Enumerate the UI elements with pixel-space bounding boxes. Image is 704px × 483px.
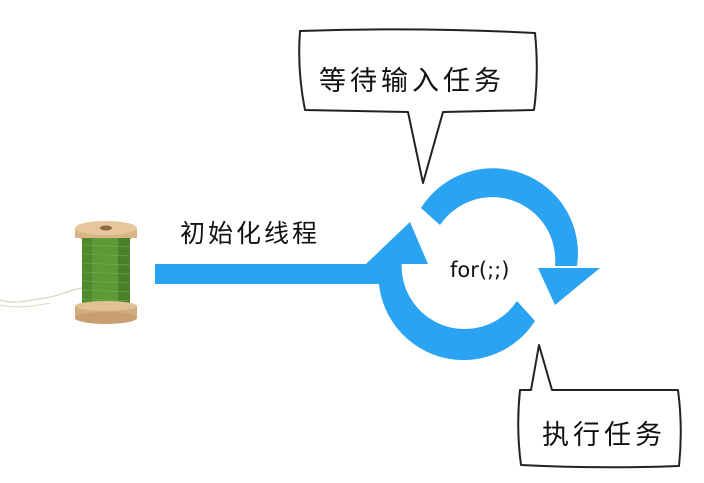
wait-bubble [298,28,538,184]
exec-task-label: 执行任务 [542,420,666,451]
loop-arrow [378,168,600,361]
init-thread-label: 初始化线程 [180,219,321,248]
thread-spool-icon [0,221,137,324]
init-arrow [155,222,428,284]
wait-task-label: 等待输入任务 [319,66,505,97]
for-loop-label: for(;;) [450,258,510,282]
exec-bubble [517,344,682,469]
